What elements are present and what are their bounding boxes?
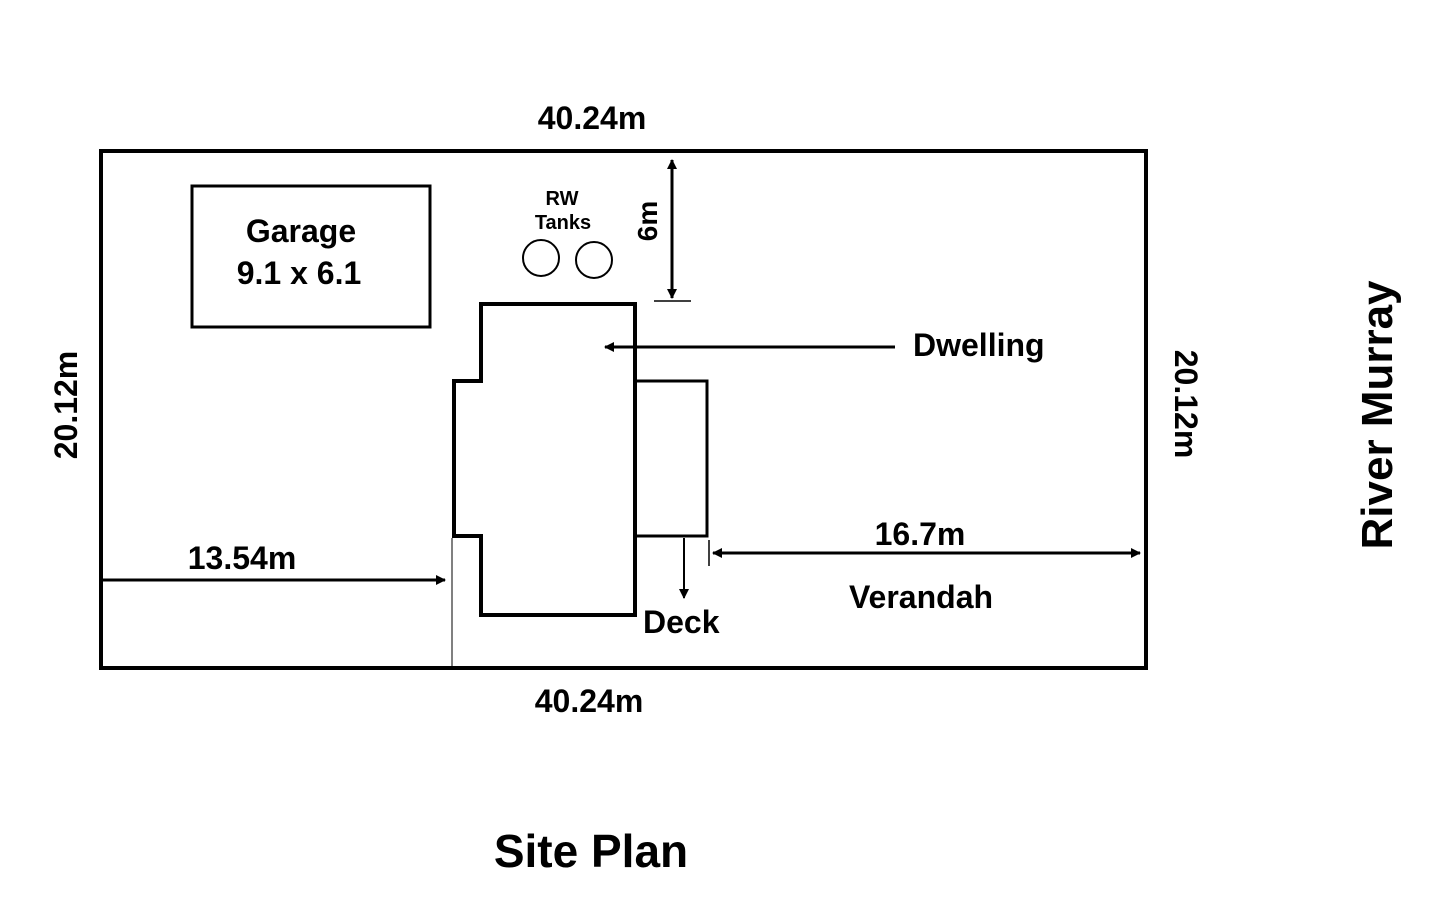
page-title: Site Plan bbox=[494, 825, 688, 877]
deck-label: Deck bbox=[643, 604, 720, 640]
setback-left-label: 13.54m bbox=[188, 540, 297, 576]
verandah-outline bbox=[633, 379, 709, 538]
garage-name: Garage bbox=[246, 213, 356, 249]
rainwater-tank-2 bbox=[575, 241, 613, 279]
setback-right-label: 16.7m bbox=[875, 516, 966, 552]
verandah-label: Verandah bbox=[849, 579, 993, 615]
river-label: River Murray bbox=[1353, 280, 1402, 550]
rainwater-tank-1 bbox=[522, 239, 560, 277]
setback-top-label: 6m bbox=[632, 201, 663, 241]
garage-size: 9.1 x 6.1 bbox=[237, 255, 362, 291]
garage-outline bbox=[190, 184, 432, 329]
dwelling-label: Dwelling bbox=[913, 327, 1045, 363]
site-boundary bbox=[99, 149, 1148, 670]
dwelling-outline bbox=[452, 302, 637, 617]
tanks-label-line1: RW bbox=[546, 188, 579, 210]
tanks-label-line2: Tanks bbox=[535, 212, 591, 234]
boundary-bottom-dimension: 40.24m bbox=[535, 683, 644, 719]
boundary-right-dimension: 20.12m bbox=[1168, 350, 1204, 459]
boundary-left-dimension: 20.12m bbox=[48, 351, 84, 460]
boundary-top-dimension: 40.24m bbox=[538, 100, 647, 136]
